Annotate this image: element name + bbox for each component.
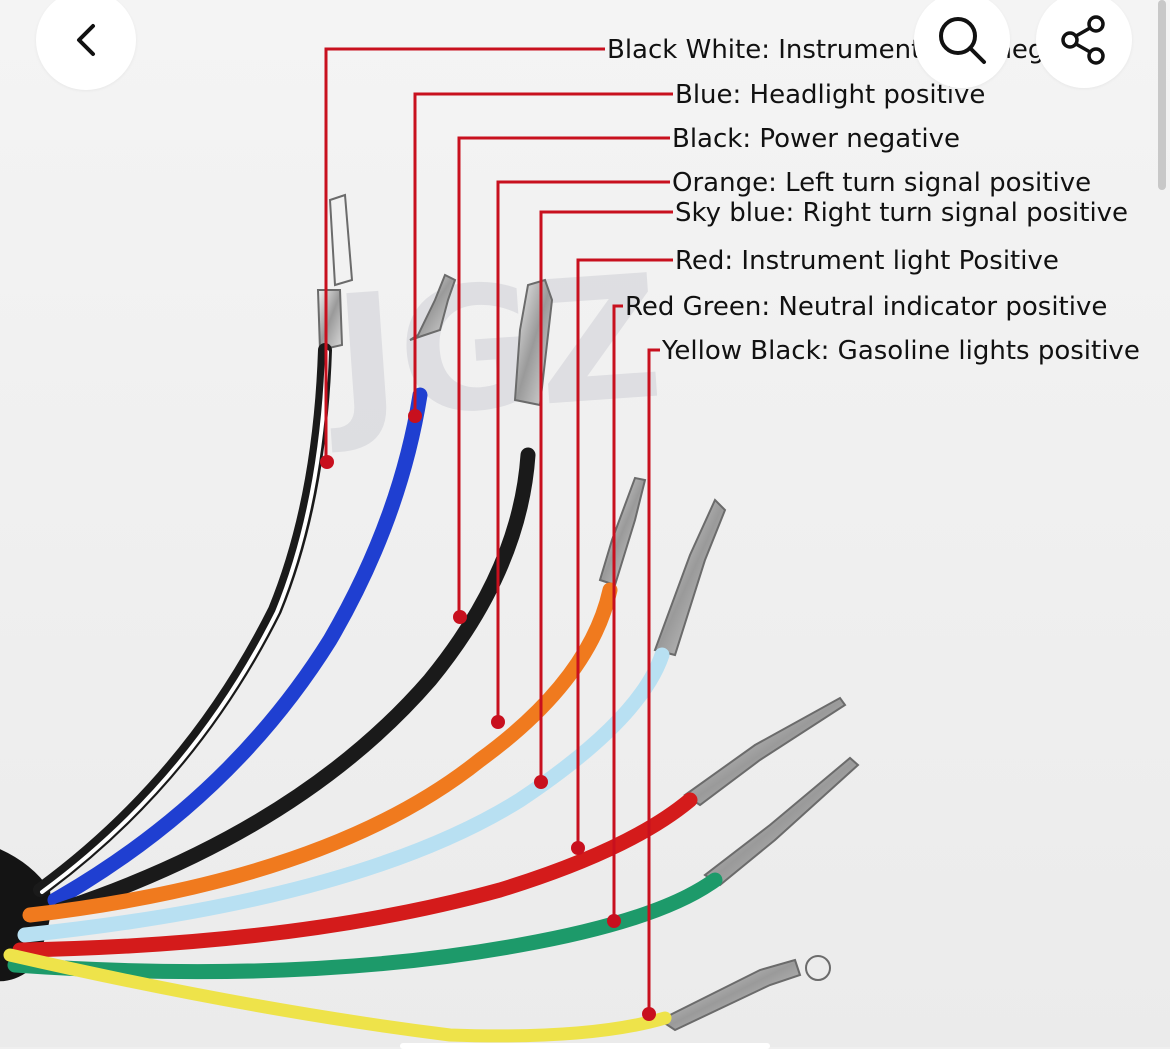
wire-blue xyxy=(47,387,428,908)
leader-line-sky-blue xyxy=(539,210,673,782)
wire-yellow xyxy=(3,948,672,1043)
wire-black xyxy=(52,447,536,918)
wire-orange xyxy=(22,582,618,923)
back-button[interactable] xyxy=(36,0,136,90)
wire-bundle xyxy=(3,343,723,1043)
leader-dot-blue xyxy=(408,409,422,423)
leader-dot-black-white xyxy=(320,455,334,469)
home-indicator xyxy=(400,1043,770,1049)
label-red-green: Red Green: Neutral indicator positive xyxy=(625,292,1107,322)
wire-black-white xyxy=(33,343,332,897)
label-leader-lines xyxy=(320,47,673,1021)
leader-line-black xyxy=(457,136,670,617)
scrollbar[interactable] xyxy=(1158,0,1166,190)
leader-dot-orange xyxy=(491,715,505,729)
leader-line-orange xyxy=(496,180,670,722)
watermark-text: JGZ xyxy=(319,239,668,460)
leader-dot-sky-blue xyxy=(534,775,548,789)
label-black-white: Black White: Instrument light negative xyxy=(607,35,1109,65)
search-button[interactable] xyxy=(914,0,1010,88)
label-sky-blue: Sky blue: Right turn signal positive xyxy=(675,198,1128,228)
share-icon xyxy=(1058,14,1110,66)
leader-line-yellow-black xyxy=(647,348,660,1014)
leader-line-red-green xyxy=(612,304,623,921)
leader-dot-yellow-black xyxy=(642,1007,656,1021)
label-black: Black: Power negative xyxy=(672,124,960,154)
leader-dot-black xyxy=(453,610,467,624)
share-button[interactable] xyxy=(1036,0,1132,88)
label-orange: Orange: Left turn signal positive xyxy=(672,168,1091,198)
label-blue: Blue: Headlight positive xyxy=(675,80,985,110)
chevron-left-icon xyxy=(71,20,101,60)
wire-green xyxy=(7,872,723,980)
wire-white-stripe xyxy=(40,350,329,894)
leader-line-black-white xyxy=(324,47,605,462)
label-list: Black White: Instrument light negativeBl… xyxy=(607,35,1140,366)
leader-line-blue xyxy=(413,92,673,416)
leader-dot-red xyxy=(571,841,585,855)
label-red: Red: Instrument light Positive xyxy=(675,246,1059,276)
label-yellow-black: Yellow Black: Gasoline lights positive xyxy=(661,336,1140,366)
leader-dot-red-green xyxy=(607,914,621,928)
wire-sky-blue xyxy=(17,647,670,943)
wire-red xyxy=(12,792,698,958)
search-icon xyxy=(936,14,988,66)
leader-line-red xyxy=(576,258,673,848)
